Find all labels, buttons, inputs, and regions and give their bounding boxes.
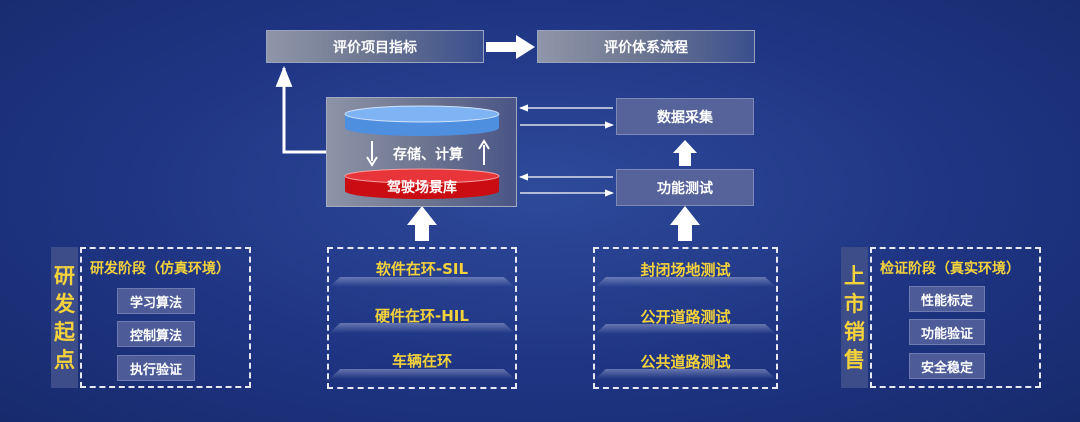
cylinder-red xyxy=(344,168,500,199)
learning-algorithm-box: 学习算法 xyxy=(117,288,195,314)
execution-verify-box: 执行验证 xyxy=(117,355,195,381)
open-road-plate xyxy=(595,324,776,334)
top-flow-arrow xyxy=(486,35,535,59)
eval-items-box: 评价项目指标 xyxy=(266,30,484,63)
function-verify-box: 功能验证 xyxy=(909,319,985,345)
vil-label: 车辆在环 xyxy=(391,352,452,370)
verification-stage-panel: 检证阶段（真实环境） 性能标定 功能验证 安全稳定 xyxy=(870,247,1041,388)
market-sale-char: 上 xyxy=(844,263,865,288)
up-arrow-icon xyxy=(478,139,490,165)
compute-label: 存储、计算 xyxy=(393,147,463,163)
hil-label: 硬件在环-HIL xyxy=(375,307,469,325)
closed-site-test-label: 封闭场地测试 xyxy=(640,261,731,279)
eval-flow-box: 评价体系流程 xyxy=(537,30,755,63)
elbow-connector xyxy=(275,65,327,154)
rd-start-char: 点 xyxy=(54,347,75,372)
rd-start-label: 研 发 起 点 xyxy=(51,247,78,388)
scene-database-block: 存储、计算 驾驶场景库 xyxy=(326,97,517,207)
closed-site-plate xyxy=(595,277,776,287)
up-arrow-road xyxy=(670,206,700,241)
vil-plate xyxy=(329,369,515,379)
public-road-plate xyxy=(595,369,776,379)
market-sale-label: 上 市 销 售 xyxy=(841,247,868,388)
cylinder-blue xyxy=(344,105,500,136)
sil-label: 软件在环-SIL xyxy=(375,260,469,278)
market-sale-char: 销 xyxy=(844,319,865,344)
market-sale-char: 市 xyxy=(844,291,865,316)
road-test-panel: 封闭场地测试 公开道路测试 公共道路测试 xyxy=(593,247,778,389)
public-road-test-label: 公共道路测试 xyxy=(640,353,731,371)
rd-start-char: 起 xyxy=(54,319,75,344)
scene-library-label: 驾驶场景库 xyxy=(387,180,457,196)
market-sale-char: 售 xyxy=(844,347,865,372)
up-arrow-sim xyxy=(407,206,437,241)
in-loop-panel: 软件在环-SIL 硬件在环-HIL 车辆在环 xyxy=(327,247,517,389)
rd-start-char: 研 xyxy=(54,263,75,288)
sil-plate xyxy=(329,277,515,287)
rd-start-char: 发 xyxy=(54,291,75,316)
verification-stage-title: 检证阶段（真实环境） xyxy=(880,261,1020,277)
hil-plate xyxy=(329,323,515,333)
rd-stage-title: 研发阶段（仿真环境） xyxy=(90,261,230,277)
data-collection-box: 数据采集 xyxy=(616,98,754,135)
down-arrow-icon xyxy=(366,141,378,167)
up-arrow-collection xyxy=(673,140,697,166)
function-test-box: 功能测试 xyxy=(616,169,754,206)
control-algorithm-box: 控制算法 xyxy=(117,321,195,347)
performance-calibration-box: 性能标定 xyxy=(909,286,985,312)
safety-stability-box: 安全稳定 xyxy=(909,353,985,379)
rd-stage-panel: 研发阶段（仿真环境） 学习算法 控制算法 执行验证 xyxy=(80,247,251,388)
open-road-test-label: 公开道路测试 xyxy=(640,308,731,326)
